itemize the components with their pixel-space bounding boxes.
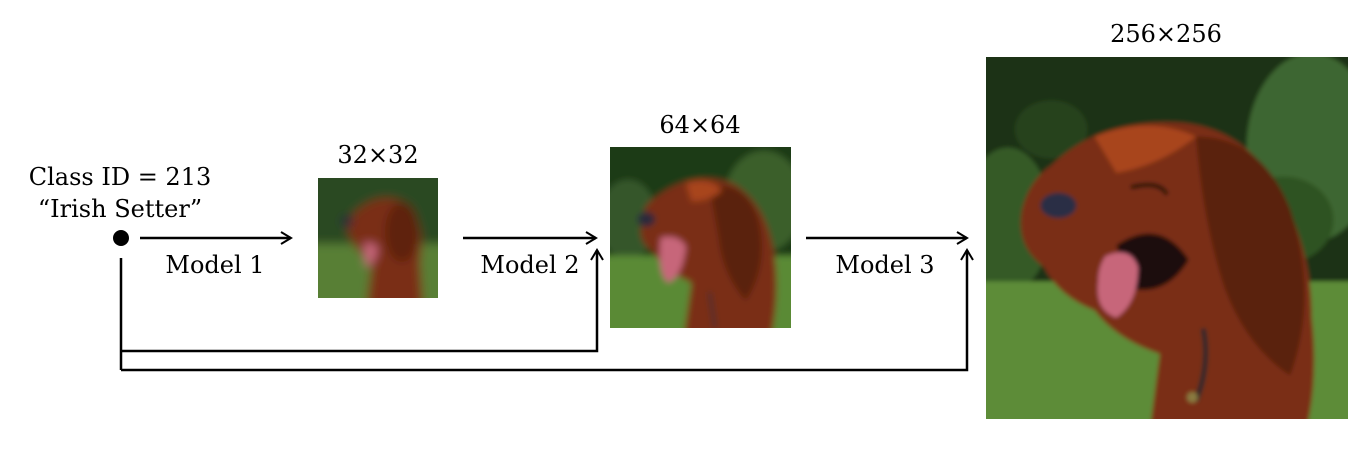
class-input-dot bbox=[113, 230, 129, 246]
irish-setter-photo-32 bbox=[318, 178, 438, 298]
conditioning-to-model-3 bbox=[121, 248, 974, 372]
irish-setter-photo-256 bbox=[986, 57, 1348, 419]
size-label-32: 32×32 bbox=[337, 141, 419, 169]
size-label-64: 64×64 bbox=[659, 111, 741, 139]
model-3-label: Model 3 bbox=[835, 251, 935, 279]
class-id-label: Class ID = 213 bbox=[28, 163, 212, 191]
irish-setter-photo-64 bbox=[610, 147, 791, 328]
conditioning-to-model-2 bbox=[121, 248, 604, 353]
model-2-label: Model 2 bbox=[480, 251, 580, 279]
size-label-256: 256×256 bbox=[1110, 20, 1222, 48]
model-1-label: Model 1 bbox=[165, 251, 265, 279]
class-name-label: “Irish Setter” bbox=[37, 195, 203, 223]
